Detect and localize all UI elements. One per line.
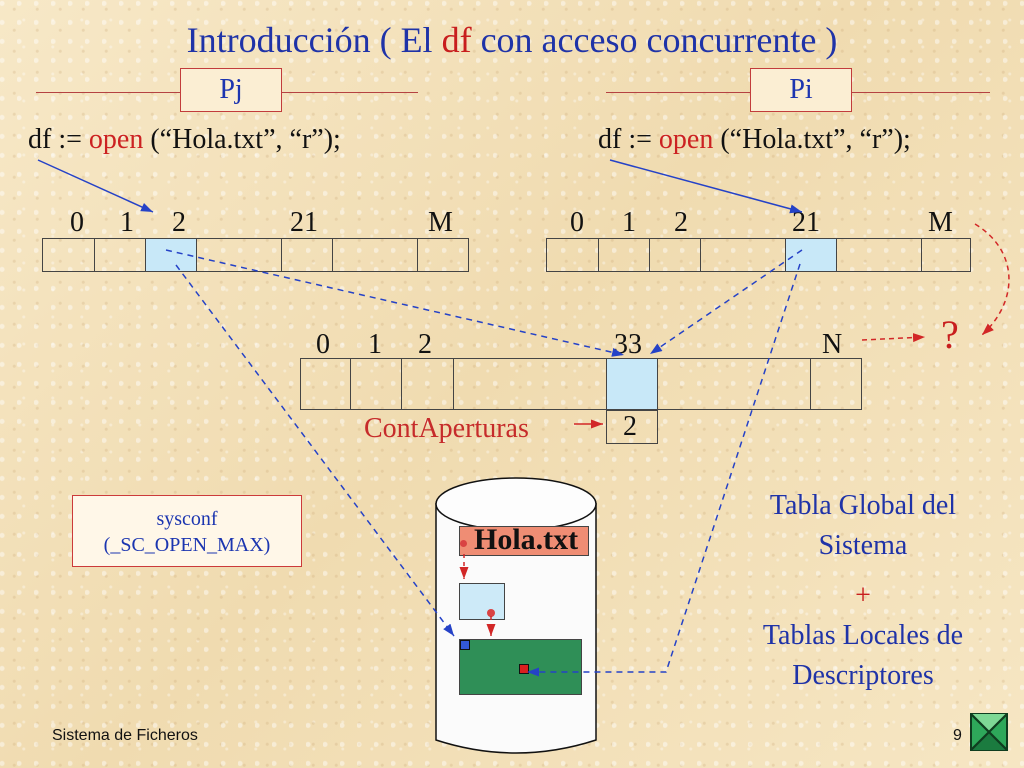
sysconf-box: sysconf (_SC_OPEN_MAX)	[72, 495, 302, 567]
pj-index-m: M	[428, 207, 453, 238]
pi-cell-m	[921, 238, 971, 272]
n-to-question-arrow	[861, 333, 926, 343]
pj-to-global-arrow	[165, 249, 625, 357]
navigation-icon[interactable]	[970, 713, 1008, 751]
file-name: Hola.txt	[474, 523, 579, 556]
pj-label: Pj	[180, 68, 282, 112]
local-tables-caption-line-2: Descriptores	[792, 660, 934, 691]
contaperturas-cell	[606, 410, 658, 444]
pj-cell-m	[417, 238, 469, 272]
pi-open-call: df := open (“Hola.txt”, “r”);	[598, 124, 911, 155]
pi-index-1: 1	[622, 207, 636, 238]
global-index-1: 1	[368, 329, 382, 360]
pj-index-0: 0	[70, 207, 84, 238]
pj-index-1: 1	[120, 207, 134, 238]
pi-left-line	[606, 92, 752, 93]
pj-open-call: df := open (“Hola.txt”, “r”);	[28, 124, 341, 155]
inode-dot-icon	[487, 609, 495, 617]
pj-right-line	[282, 92, 418, 93]
pi-to-data-arrow	[527, 263, 801, 677]
plus-sign: +	[855, 580, 871, 611]
global-table-caption-line-2: Sistema	[818, 530, 908, 561]
pi-index-m: M	[928, 207, 953, 238]
pj-df-arrow	[37, 159, 154, 213]
pj-to-data-arrow	[175, 264, 455, 637]
pi-right-line	[852, 92, 990, 93]
contaperturas-label: ContAperturas	[364, 413, 529, 444]
sysconf-line-1: sysconf	[156, 508, 218, 530]
pj-cell-2	[145, 238, 197, 272]
sysconf-line-2: (_SC_OPEN_MAX)	[103, 534, 271, 556]
pi-index-0: 0	[570, 207, 584, 238]
page-number: 9	[953, 727, 962, 744]
global-table-caption-line-1: Tabla Global del	[769, 490, 957, 521]
global-table-caption: Tabla Global del Sistema + Tablas Locale…	[723, 486, 1003, 696]
global-index-0: 0	[316, 329, 330, 360]
file-entry-box	[459, 526, 589, 556]
global-cell-n	[810, 358, 862, 410]
pi-label: Pi	[750, 68, 852, 112]
contaperturas-value: 2	[623, 411, 637, 442]
m-to-question-arrow	[974, 223, 1010, 336]
pj-index-21: 21	[290, 207, 318, 238]
footer-title: Sistema de Ficheros	[52, 727, 198, 744]
question-mark: ?	[941, 312, 959, 357]
local-tables-caption-line-1: Tablas Locales de	[762, 620, 964, 651]
global-cell-33	[606, 358, 658, 410]
pi-index-2: 2	[674, 207, 688, 238]
file-entry-dot-icon	[460, 540, 467, 547]
global-index-2: 2	[418, 329, 432, 360]
pj-index-2: 2	[172, 207, 186, 238]
pj-pointer-icon	[460, 640, 470, 650]
global-index-n: N	[822, 329, 843, 360]
pi-to-global-arrow	[649, 249, 803, 355]
pj-left-line	[36, 92, 182, 93]
slide-title: Introducción ( El df con acceso concurre…	[186, 20, 838, 60]
inode-block	[459, 583, 505, 620]
pi-df-arrow	[609, 159, 803, 214]
